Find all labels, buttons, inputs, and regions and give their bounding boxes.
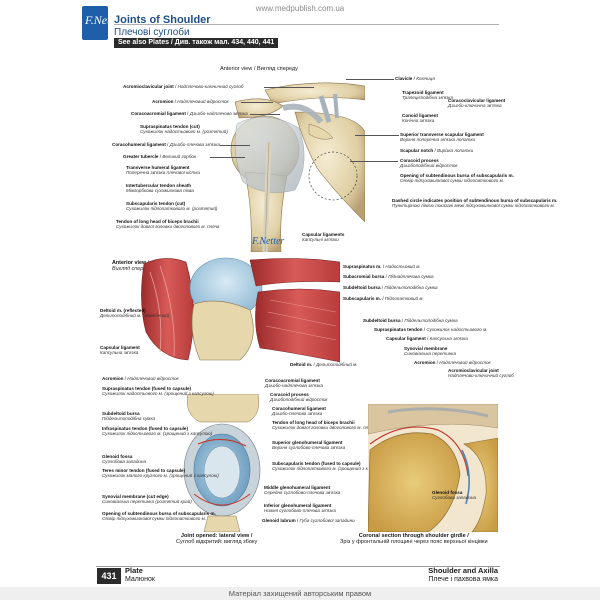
label-subscapularis-tendon-cut: Subscapularis tendon (cut)Сухожилок підл… <box>126 201 218 212</box>
label-subdeltoid-bursa-coronal: Subdeltoid bursa / Піддельтоподібна сумк… <box>363 318 458 323</box>
label-subdeltoid-bursa-middle: Subdeltoid bursa / Піддельтоподібна сумк… <box>343 285 438 290</box>
leader-line <box>350 161 398 162</box>
netter-signature-text: F.Netter <box>252 236 285 247</box>
label-clavicle: Clavicle / Ключиця <box>395 76 435 81</box>
leader-line <box>220 145 250 146</box>
label-synovial-membrane-cut: Synovial membrane (cut edge)Синовіальна … <box>102 494 192 505</box>
see-also-bar: See also Plates / Див. також мал. 434, 4… <box>114 38 279 48</box>
label-deltoid-reflected: Deltoid m. (reflected)Дельтоподібний м. … <box>100 308 170 319</box>
coronal-illustration <box>368 404 498 532</box>
title-divider <box>114 24 499 25</box>
label-subscapularis-m: Subscapularis m. / Підлопатковий м. <box>343 296 424 301</box>
label-subacromial-bursa: Subacromial bursa / Піднадплечова сумка <box>343 274 434 279</box>
footer-divider <box>96 566 500 567</box>
plate-label-en: Plate <box>125 566 143 575</box>
copyright-notice: Матеріал захищений авторським правом <box>0 587 600 600</box>
anterior-illustration <box>230 82 365 252</box>
page-title-en: Joints of Shoulder <box>114 14 211 26</box>
leader-line <box>210 157 245 158</box>
label-acromion-coronal: Acromion / Надплечовий відросток <box>414 360 491 365</box>
leader-line <box>346 79 394 80</box>
leader-line <box>250 114 280 115</box>
anterior-caption: Anterior view / Вигляд спереду <box>220 66 298 72</box>
label-acromion-lateral: Acromion / Надплечовий відросток <box>102 376 179 381</box>
label-supraspinatus-tendon-cut: Supraspinatus tendon (cut)Сухожилок надо… <box>140 124 228 135</box>
label-supraspinatus-m: Supraspinatus m. / Надостьовий м. <box>343 264 421 269</box>
label-teres-minor-fused: Teres minor tendon (fused to capsule)Сух… <box>102 468 219 479</box>
label-greater-tubercle: Greater tubercle / Великий горбок <box>123 154 197 159</box>
netter-logo-text: F.Netter <box>85 13 124 27</box>
label-supraspinatus-fused: Supraspinatus tendon (fused to capsule)С… <box>102 386 214 397</box>
label-scapular-notch: Scapular notch / Вирізка лопатки <box>400 148 474 153</box>
leader-line <box>355 135 399 136</box>
publisher-url: www.medpublish.com.ua <box>255 4 345 13</box>
label-deltoid-m: Deltoid m. / Дельтоподібний м. <box>290 362 358 367</box>
label-infraspinatus-fused: Infraspinatus tendon (fused to capsule)С… <box>102 426 213 437</box>
leader-line <box>264 87 314 88</box>
label-opening-bursa-lateral: Opening of subtendinous bursa of subscap… <box>102 511 216 522</box>
coronal-caption: Coronal section through shoulder girdle … <box>340 533 488 545</box>
lateral-illustration <box>183 394 261 532</box>
label-coracohumeral-ligament: Coracohumeral ligament / Дзьобо-плечова … <box>112 142 221 147</box>
label-acromion: Acromion / Надплечовий відросток <box>152 99 229 104</box>
label-acromioclavicular-joint: Acromioclavicular joint / Надплечово-клю… <box>123 84 244 89</box>
lateral-caption: Joint opened: lateral view /Суглоб відкр… <box>176 533 258 545</box>
label-dashed-circle-note: Dashed circle indicates position of subt… <box>392 198 558 209</box>
label-glenoid-labrum: Glenoid labrum / Губа суглобової западин… <box>262 518 355 523</box>
plate-label-ua: Малюнок <box>125 576 155 583</box>
label-opening-subtendinous-bursa: Opening of subtendinous bursa of subscap… <box>400 173 514 184</box>
page-number: 431 <box>97 568 121 584</box>
label-capsular-ligament-coronal: Capsular ligament / Капсульна зв'язка <box>386 336 468 341</box>
page-title-ua: Плечові суглоби <box>114 27 190 38</box>
middle-illustration <box>141 257 340 362</box>
label-supraspinatus-tendon-coronal: Supraspinatus tendon / Сухожилок надость… <box>374 327 488 332</box>
label-subscapularis-fused: Subscapularis tendon (fused to capsule)С… <box>272 461 388 472</box>
label-coracoacromial-ligament: Coracoacromial ligament / Дзьобо-надплеч… <box>131 111 248 116</box>
netter-signature-icon: F.Netter <box>250 232 284 254</box>
section-title-ua: Плече і пахвова ямка <box>428 576 498 583</box>
leader-line <box>241 102 273 103</box>
netter-logo: F.Netter <box>82 6 124 40</box>
section-title-en: Shoulder and Axilla <box>428 566 498 575</box>
